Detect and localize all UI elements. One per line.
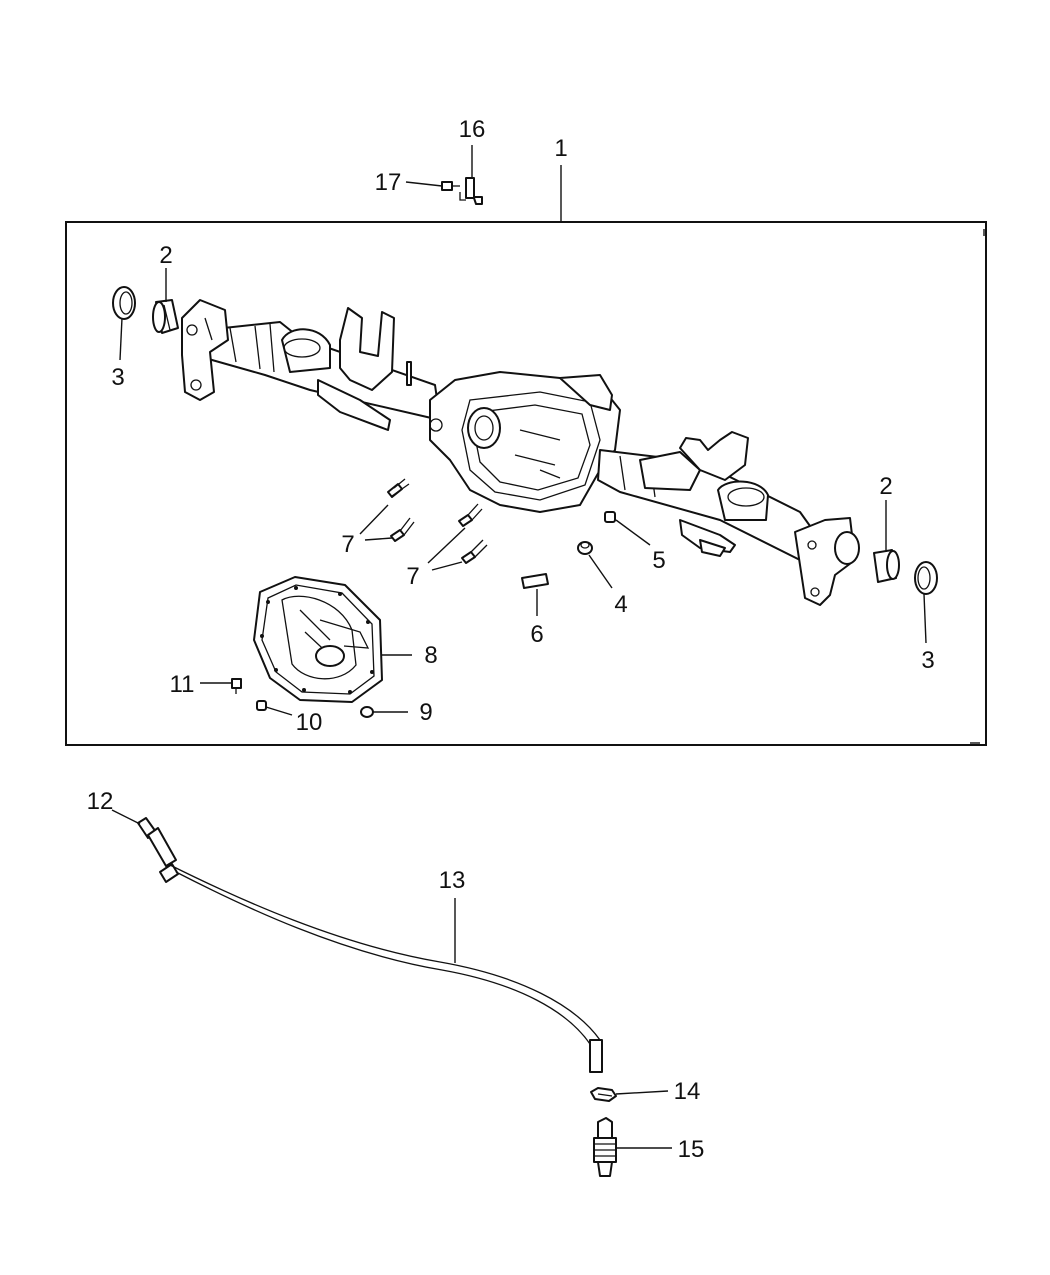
callout-14: 14 — [674, 1078, 701, 1105]
callout-3-right: 3 — [921, 647, 934, 674]
part-10-bolt — [256, 700, 267, 711]
part-2-right-bearing — [873, 549, 900, 583]
callout-16: 16 — [459, 116, 486, 143]
callout-2-left: 2 — [159, 242, 172, 269]
part-7-bolt-b — [390, 517, 415, 542]
part-7-bolt-c — [458, 503, 483, 527]
part-4-plug — [577, 541, 593, 555]
callout-6: 6 — [530, 621, 543, 648]
part-11-screw — [231, 678, 242, 694]
callout-11: 11 — [170, 671, 195, 698]
callout-13: 13 — [439, 867, 466, 894]
callout-10: 10 — [296, 709, 323, 736]
part-9-plug — [360, 706, 374, 718]
leader-lines — [111, 145, 927, 1149]
callout-7-lower: 7 — [406, 563, 419, 590]
part-5-nut — [604, 511, 616, 523]
assembly-frame — [65, 221, 987, 746]
part-6-tag — [521, 573, 549, 589]
callout-2-right: 2 — [879, 473, 892, 500]
part-16-sensor — [459, 177, 483, 205]
callout-4: 4 — [614, 591, 627, 618]
part-13-vent-hose — [167, 863, 603, 1073]
callout-5: 5 — [652, 547, 665, 574]
part-14-nut — [590, 1087, 617, 1102]
part-3-right-seal — [914, 561, 938, 595]
part-1-axle-housing — [181, 299, 860, 606]
callout-17: 17 — [375, 169, 402, 196]
part-2-left-bearing — [152, 299, 179, 334]
part-12-vent-fitting — [137, 817, 179, 883]
callout-9: 9 — [419, 699, 432, 726]
part-17-bolt — [441, 181, 460, 191]
part-8-diff-cover — [253, 576, 383, 703]
part-3-left-seal — [112, 286, 136, 320]
callout-15: 15 — [678, 1136, 705, 1163]
callout-3-left: 3 — [111, 364, 124, 391]
callout-8: 8 — [424, 642, 437, 669]
callout-7-upper: 7 — [341, 531, 354, 558]
callout-12: 12 — [87, 788, 114, 815]
callout-1: 1 — [554, 135, 567, 162]
part-7-bolt-a — [387, 478, 410, 498]
part-15-fitting — [593, 1117, 617, 1177]
part-7-bolt-d — [461, 539, 488, 564]
